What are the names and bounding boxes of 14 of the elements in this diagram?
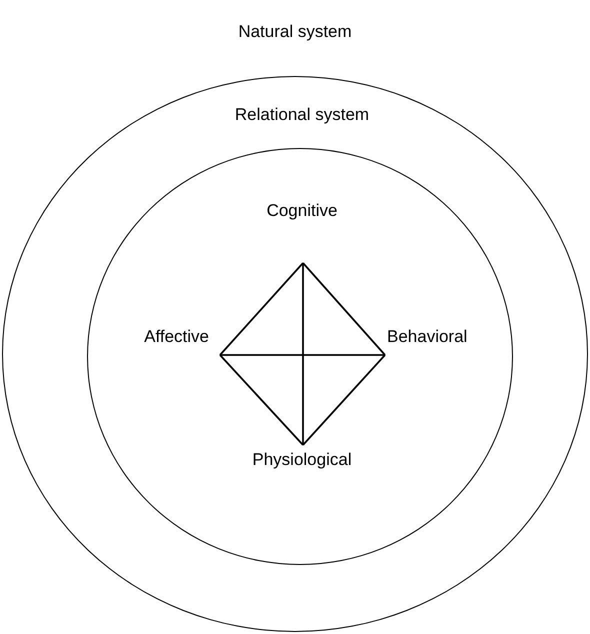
connector-line [302, 263, 304, 445]
connector-line [302, 354, 386, 446]
node-label: Cognitive [266, 201, 338, 221]
diagram-title: Natural system [237, 22, 353, 42]
connector-line [220, 354, 385, 356]
node-label: Relational system [234, 105, 370, 125]
connector-line [219, 262, 304, 356]
connector-line [302, 262, 386, 356]
node-label: Behavioral [387, 327, 468, 347]
connector-line [219, 354, 304, 446]
outer-circle [2, 76, 588, 632]
inner-circle [86, 148, 512, 564]
node-label: Affective [144, 327, 209, 347]
node-label: Physiological [252, 450, 352, 470]
